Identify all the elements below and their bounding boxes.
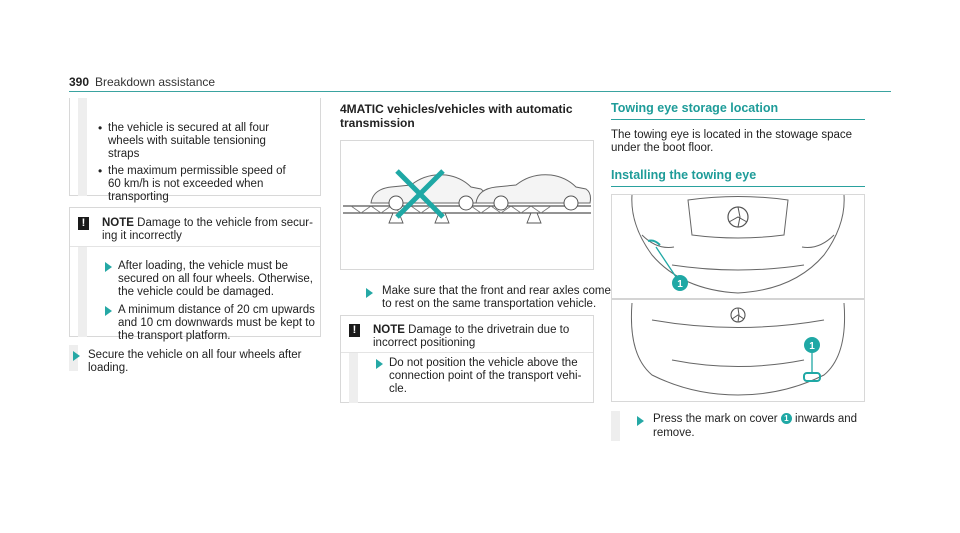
bullet-dot: • [98, 121, 103, 135]
step-line: connection point of the transport vehi- [389, 370, 582, 382]
step-line: and 10 cm downwards must be kept to [118, 317, 315, 329]
car-transporter-illustration [343, 169, 591, 224]
paragraph-line: The towing eye is located in the stowage… [611, 129, 853, 141]
page-number: 390 [69, 75, 90, 89]
section-heading: Installing the towing eye [611, 168, 757, 182]
step-text: Press the mark on cover [653, 413, 778, 425]
svg-text:1: 1 [677, 279, 683, 290]
bullet-line: wheels with suitable tensioning [108, 135, 266, 147]
step-arrow-icon [637, 416, 644, 426]
heading-underline [611, 186, 865, 187]
note-label: NOTE [373, 324, 405, 336]
step-line: loading. [88, 362, 129, 374]
header-divider [69, 91, 891, 92]
note-text: ing it incorrectly [102, 230, 182, 242]
bullet-line: the vehicle is secured at all four [108, 122, 270, 134]
step-line: Do not position the vehicle above the [389, 357, 578, 369]
callout-marker: 1 [780, 413, 792, 424]
transport-illustration [340, 140, 594, 270]
note-text: incorrect positioning [373, 337, 476, 349]
step-line: Secure the vehicle on all four wheels af… [88, 349, 302, 361]
bullet-line: the maximum permissible speed of [108, 165, 286, 177]
step-line: A minimum distance of 20 cm upwards [118, 304, 315, 316]
section-heading: 4MATIC vehicles/vehicles with automatic [340, 102, 573, 116]
warning-icon: ! [78, 217, 89, 230]
note-box: ! NOTE Damage to the vehicle from secur-… [69, 207, 321, 342]
section-title: Breakdown assistance [95, 75, 216, 89]
note-text: Damage to the drivetrain due to [408, 324, 570, 336]
step-line: the vehicle could be damaged. [118, 286, 274, 298]
note-label: NOTE [102, 217, 134, 229]
step-line: cle. [389, 383, 407, 395]
step-line: remove. [653, 427, 695, 439]
step-arrow-icon [366, 288, 373, 298]
step-arrow-icon [376, 359, 383, 369]
step-text: inwards and [795, 413, 858, 425]
step-line: After loading, the vehicle must be [118, 260, 289, 272]
section-heading: Towing eye storage location [611, 101, 779, 115]
heading-underline [611, 119, 865, 120]
bullet-line: 60 km/h is not exceeded when [108, 178, 264, 190]
step-line: secured on all four wheels. Otherwise, [118, 273, 313, 285]
step-arrow-icon [73, 351, 80, 361]
bullet-line: straps [108, 148, 140, 160]
towing-eye-illustration: 1 1 [611, 194, 865, 402]
step-line: to rest on the same transportation vehic… [382, 298, 597, 310]
note-text: Damage to the vehicle from secur- [137, 217, 313, 229]
paragraph-line: under the boot floor. [611, 142, 714, 154]
bullet-dot: • [98, 164, 103, 178]
svg-text:1: 1 [809, 341, 815, 352]
section-heading: transmission [340, 116, 415, 130]
step-arrow-icon [105, 306, 112, 316]
step-line: Make sure that the front and rear axles … [382, 285, 611, 297]
warning-icon: ! [349, 324, 360, 337]
bullet-line: transporting [108, 191, 169, 203]
note-box: ! NOTE Damage to the drivetrain due to i… [340, 315, 594, 403]
bullet-list-box: • the vehicle is secured at all four whe… [69, 98, 321, 203]
step-arrow-icon [105, 262, 112, 272]
bumper-illustration: 1 1 [612, 194, 864, 396]
step-line: the transport platform. [118, 330, 231, 342]
